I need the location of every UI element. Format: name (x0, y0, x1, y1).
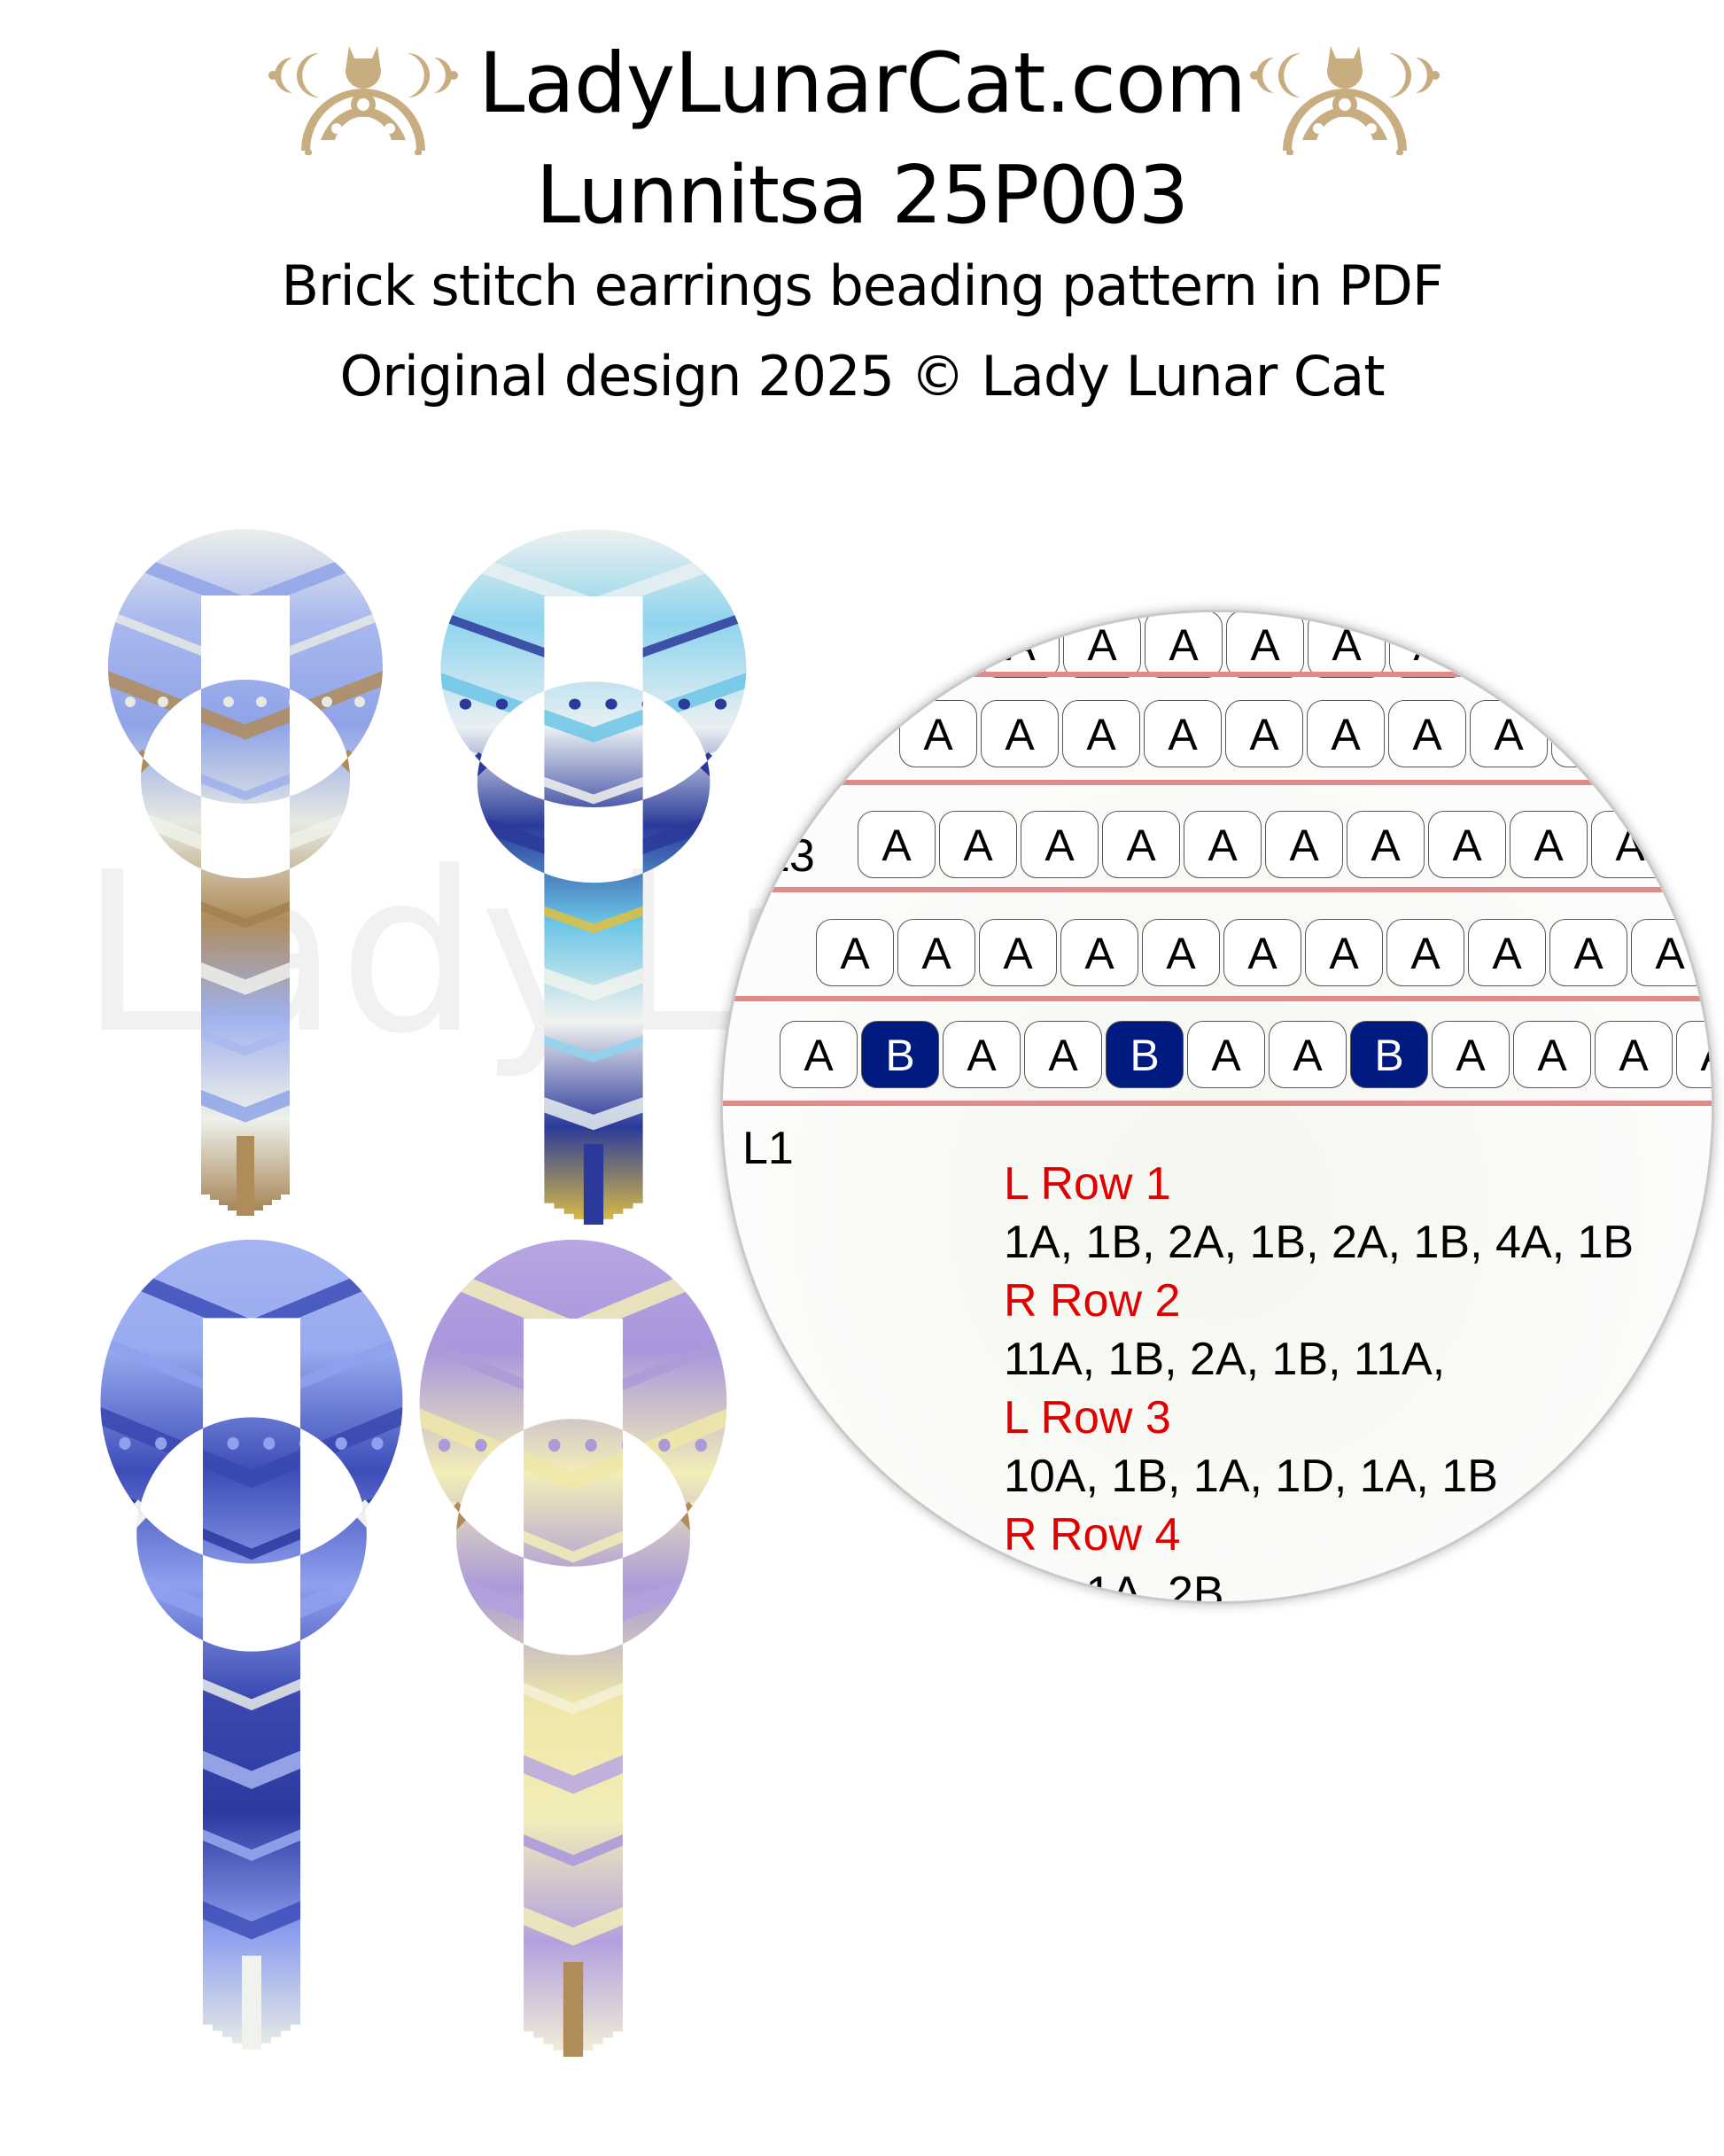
bead-a: A (1513, 1021, 1591, 1088)
bead-a: A (1673, 811, 1712, 878)
bead-a: A (1187, 1021, 1265, 1088)
instruction-bead-counts: 1A, 1B, 2A, 1B, 2A, 1B, 4A, 1B (1004, 1217, 1635, 1268)
bead-a: A (1063, 612, 1141, 678)
instruction-row-label: L Row 3 (1004, 1392, 1171, 1444)
instruction-bead-counts: 11A, 1B, 2A, 1B, 11A, (1004, 1334, 1446, 1385)
earring-periwinkle-navy (100, 1239, 403, 2050)
bead-a: A (1633, 700, 1711, 767)
bead-a: A (1223, 919, 1301, 986)
row-divider (723, 672, 1712, 677)
bead-b: B (1106, 1021, 1184, 1088)
bead-a: A (1551, 700, 1629, 767)
bead-a: A (1142, 919, 1220, 986)
earring-lilac-yellow (419, 1239, 727, 2057)
bead-a: A (1428, 811, 1506, 878)
bead-a: A (1102, 811, 1180, 878)
instruction-row-label: R Row 2 (1004, 1275, 1181, 1327)
bead-a: A (1060, 919, 1138, 986)
bead-a: A (1595, 1021, 1673, 1088)
site-name: LadyLunarCat.com (478, 35, 1246, 132)
bead-a: A (1549, 919, 1627, 986)
bead-a: A (1468, 919, 1546, 986)
row-label-l1: L1 (742, 1123, 794, 1174)
bead-a: A (1184, 811, 1262, 878)
instruction-bead-counts: 10A, 1B, 1A, 1D, 1A, 1B (1004, 1451, 1498, 1502)
instruction-bead-counts: 1B, 1A, 2B (1004, 1568, 1224, 1601)
row-divider (723, 887, 1712, 892)
moon-cat-icon (268, 46, 458, 155)
bead-a: A (1021, 811, 1099, 878)
bead-a: A (1226, 612, 1304, 678)
bead-a: A (982, 612, 1060, 678)
bead-a: A (1389, 612, 1467, 678)
earring-beige-blue (107, 529, 383, 1216)
bead-a: A (1510, 811, 1588, 878)
bead-b: B (861, 1021, 939, 1088)
bead-a: A (1591, 811, 1669, 878)
bead-a: A (1305, 919, 1383, 986)
bead-a: A (1432, 1021, 1510, 1088)
bead-a: A (897, 919, 975, 986)
bead-a: A (780, 1021, 858, 1088)
pattern-title: Lunnitsa 25P003 (535, 149, 1189, 242)
bead-a: A (943, 1021, 1021, 1088)
bead-a: A (1144, 700, 1222, 767)
bead-a: A (979, 919, 1057, 986)
bead-a: A (1470, 700, 1548, 767)
bead-a: A (1265, 811, 1343, 878)
bead-a: A (1386, 919, 1464, 986)
bead-a: A (1471, 612, 1549, 678)
bead-a: A (1347, 811, 1425, 878)
bead-a: A (816, 919, 894, 986)
bead-a: A (1145, 612, 1223, 678)
bead-a: A (1308, 612, 1386, 678)
pattern-subtitle: Brick stitch earrings beading pattern in… (281, 253, 1443, 318)
bead-a: A (899, 700, 977, 767)
bead-a: A (1631, 919, 1709, 986)
bead-a: A (1269, 1021, 1347, 1088)
row-divider (723, 1101, 1712, 1106)
row-divider (723, 996, 1712, 1001)
moon-cat-icon (1250, 46, 1440, 155)
bead-a: A (1552, 612, 1630, 678)
instruction-row-label: L Row 1 (1004, 1158, 1171, 1210)
bead-b: B (1350, 1021, 1428, 1088)
row-divider (723, 780, 1712, 785)
bead-a: A (858, 811, 936, 878)
instruction-row-label: R Row 4 (1004, 1509, 1181, 1561)
bead-a: A (939, 811, 1017, 878)
bead-a: A (1062, 700, 1140, 767)
bead-a: A (1388, 700, 1466, 767)
bead-a: A (981, 700, 1059, 767)
copyright-line: Original design 2025 © Lady Lunar Cat (339, 344, 1385, 409)
bead-a: A (1225, 700, 1303, 767)
bead-a: A (1307, 700, 1385, 767)
earring-white-turquoise (440, 529, 747, 1225)
bead-a: A (1024, 1021, 1102, 1088)
row-label-l3: L3 (764, 830, 815, 882)
bead-a: A (1676, 1021, 1712, 1088)
